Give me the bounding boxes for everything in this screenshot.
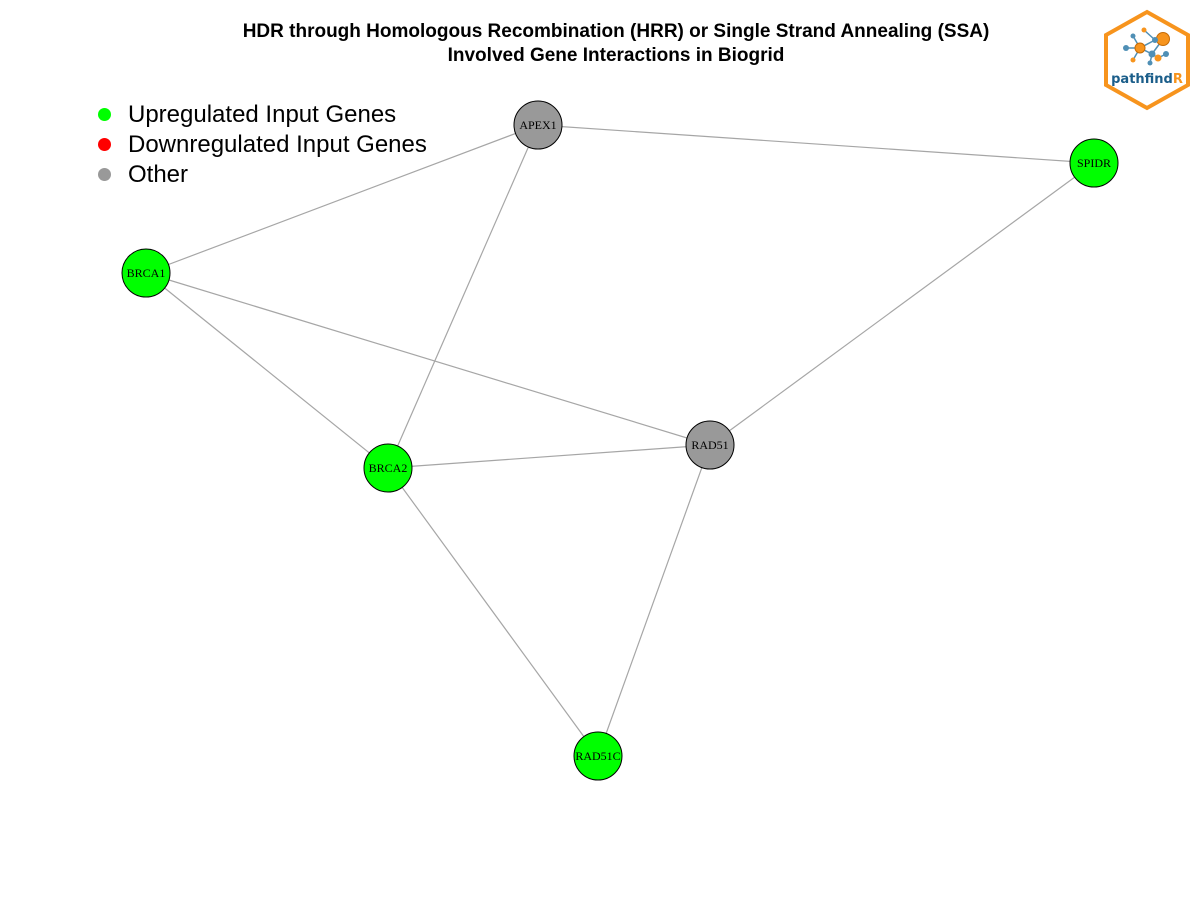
legend-dot-icon [98, 108, 111, 121]
node-circle [363, 443, 413, 493]
legend-label: Downregulated Input Genes [128, 131, 427, 158]
edges-layer [145, 124, 1095, 757]
node-label: RAD51 [691, 438, 728, 452]
edge-spidr-rad51 [709, 162, 1095, 446]
node-circle [573, 731, 623, 781]
edge-brca2-rad51 [387, 444, 711, 469]
legend-dot-icon [98, 138, 111, 151]
edge-rad51-rad51c [597, 444, 711, 757]
edge-apex1-brca1 [145, 124, 539, 274]
node-circle [1069, 138, 1119, 188]
logo-text-part1: pathfind [1111, 72, 1173, 87]
node-rad51c: RAD51C [573, 731, 623, 781]
node-label: APEX1 [519, 118, 556, 132]
edge-brca1-rad51 [145, 272, 711, 446]
logo-hexagon-icon [1104, 9, 1190, 111]
legend-item-downregulated: Downregulated Input Genes [96, 130, 427, 160]
edge-brca1-brca2 [145, 272, 389, 469]
node-apex1: APEX1 [513, 100, 563, 150]
pathfindr-logo: pathfindR [1104, 9, 1190, 111]
legend-label: Upregulated Input Genes [128, 101, 397, 128]
node-brca2: BRCA2 [363, 443, 413, 493]
edge-brca2-rad51c [387, 467, 599, 757]
node-label: RAD51C [575, 749, 620, 763]
legend-item-upregulated: Upregulated Input Genes [96, 100, 427, 130]
node-label: BRCA1 [127, 266, 166, 280]
node-circle [685, 420, 735, 470]
logo-text-part2: R [1173, 72, 1183, 87]
logo-text: pathfindR [1111, 72, 1183, 87]
node-spidr: SPIDR [1069, 138, 1119, 188]
node-circle [121, 248, 171, 298]
edge-apex1-brca2 [387, 124, 539, 469]
title-line-1: HDR through Homologous Recombination (HR… [242, 21, 990, 42]
figure-title: HDR through Homologous Recombination (HR… [0, 20, 1200, 68]
node-brca1: BRCA1 [121, 248, 171, 298]
node-circle [513, 100, 563, 150]
node-label: SPIDR [1077, 156, 1111, 170]
edge-apex1-spidr [537, 124, 1095, 164]
legend-item-other: Other [96, 160, 427, 190]
title-line-2: Involved Gene Interactions in Biogrid [447, 45, 785, 66]
logo-nodes-icon [1123, 27, 1170, 66]
node-rad51: RAD51 [685, 420, 735, 470]
legend-dot-icon [98, 168, 111, 181]
legend-label: Other [128, 161, 189, 188]
node-label: BRCA2 [369, 461, 408, 475]
legend: Upregulated Input Genes Downregulated In… [96, 100, 427, 190]
